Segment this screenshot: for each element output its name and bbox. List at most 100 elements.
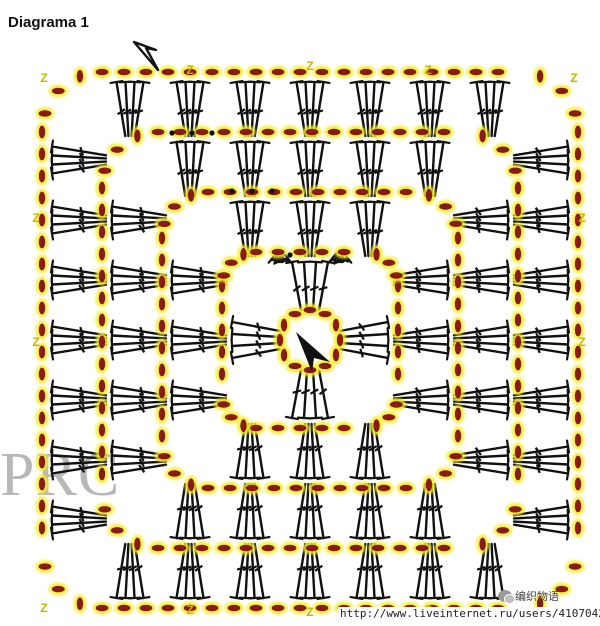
- chain-stitch: [330, 346, 342, 364]
- dc-yarnover: [475, 344, 481, 354]
- dc-yarnover: [138, 404, 146, 413]
- chain-oval: [158, 297, 166, 311]
- double-crochet: [49, 223, 108, 241]
- chain-oval: [76, 597, 84, 611]
- dc-yarnover: [414, 387, 422, 396]
- chain-oval: [98, 335, 106, 349]
- chain-oval: [38, 477, 46, 491]
- chain-stitch: [423, 186, 435, 205]
- dc-yarnover: [357, 228, 366, 236]
- chain-oval: [183, 604, 197, 612]
- corner-marker: Z: [40, 71, 47, 85]
- dc-post: [355, 80, 367, 138]
- chain-stitch: [115, 602, 133, 614]
- dc-top: [169, 286, 175, 301]
- dc-top: [565, 166, 571, 181]
- chain-stitch: [171, 126, 189, 138]
- dc-post: [370, 140, 376, 198]
- dc-post: [295, 80, 307, 138]
- chain-stitch: [316, 360, 334, 372]
- double-crochet: [285, 368, 303, 421]
- dc-yarnover: [255, 331, 262, 341]
- chain-stitch: [36, 519, 48, 537]
- dc-yarnover: [359, 348, 364, 358]
- dc-post: [250, 542, 256, 600]
- dc-yarnover: [422, 505, 432, 512]
- dc-post: [310, 140, 316, 198]
- chain-stitch: [96, 245, 108, 263]
- chain-stitch: [309, 186, 327, 198]
- chain-stitch: [74, 594, 86, 613]
- double-crochet: [109, 463, 168, 481]
- chain-stitch: [36, 255, 48, 273]
- chain-oval: [38, 455, 46, 469]
- chain-stitch: [353, 186, 371, 198]
- dc-yarnover: [117, 108, 126, 116]
- dc-top: [321, 415, 335, 421]
- dc-yarnover: [534, 207, 542, 216]
- chain-oval: [439, 470, 452, 477]
- chain-oval: [574, 147, 582, 161]
- dc-yarnover: [535, 398, 542, 408]
- dc-post: [133, 80, 145, 138]
- chain-oval: [332, 348, 340, 362]
- dc-yarnover: [414, 327, 422, 336]
- dc-yarnover: [415, 344, 421, 354]
- chain-stitch: [375, 482, 393, 494]
- chain-stitch: [572, 409, 584, 427]
- chain-oval: [98, 247, 106, 261]
- chain-oval: [283, 544, 297, 552]
- dc-yarnover: [78, 518, 85, 528]
- chain-stitch: [156, 339, 168, 357]
- dc-yarnover: [78, 344, 86, 353]
- chain-oval: [315, 68, 329, 76]
- dc-yarnover: [535, 458, 542, 468]
- chain-stitch: [93, 602, 111, 614]
- corner-marker: Z: [306, 605, 313, 619]
- chain-oval: [218, 345, 226, 359]
- chain-stitch: [489, 66, 507, 78]
- dc-yarnover: [415, 398, 422, 408]
- dc-top: [49, 466, 55, 481]
- double-crochet: [296, 260, 312, 312]
- chain-stitch: [181, 66, 199, 78]
- chain-stitch: [512, 245, 524, 263]
- dc-post: [184, 140, 190, 198]
- dc-yarnover: [475, 398, 482, 408]
- chain-oval: [38, 301, 46, 315]
- chain-oval: [38, 125, 46, 139]
- dc-yarnover: [138, 284, 146, 293]
- chain-stitch: [96, 421, 108, 439]
- chain-stitch: [334, 331, 346, 349]
- dc-yarnover: [357, 108, 366, 116]
- dc-post: [370, 80, 376, 138]
- dc-post: [370, 200, 376, 258]
- dc-yarnover: [535, 524, 541, 534]
- chain-stitch: [96, 333, 108, 351]
- dc-top: [436, 79, 451, 85]
- chain-stitch: [131, 127, 143, 145]
- chain-oval: [158, 363, 166, 377]
- dc-yarnover: [314, 444, 323, 452]
- chain-oval: [574, 169, 582, 183]
- chain-stitch: [269, 422, 287, 434]
- chain-oval: [139, 604, 153, 612]
- chain-stitch: [49, 85, 68, 97]
- dc-top: [565, 286, 571, 301]
- chain-stitch: [96, 443, 108, 461]
- double-crochet: [49, 139, 108, 157]
- chain-oval: [289, 188, 303, 196]
- dc-top: [436, 535, 451, 541]
- source-url: http://www.liveinternet.ru/users/4107042…: [338, 607, 600, 620]
- chain-stitch: [237, 416, 250, 435]
- chain-stitch: [392, 343, 404, 361]
- chain-stitch: [313, 422, 331, 434]
- dc-yarnover: [242, 108, 252, 115]
- dc-yarnover: [415, 278, 422, 288]
- chain-stitch: [237, 542, 255, 554]
- chain-oval: [98, 467, 106, 481]
- dc-yarnover: [314, 504, 323, 512]
- chain-oval: [382, 259, 396, 266]
- chain-stitch: [216, 321, 228, 339]
- dc-post: [295, 140, 307, 198]
